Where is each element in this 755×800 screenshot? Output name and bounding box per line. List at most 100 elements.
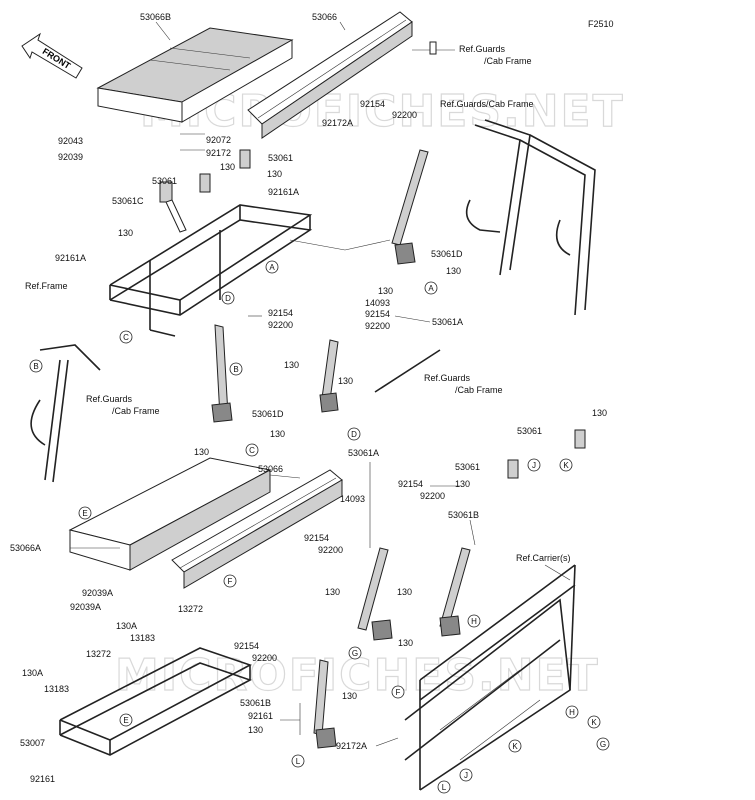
part-92172A-b: 92172A	[336, 741, 367, 751]
svg-text:G: G	[352, 649, 358, 658]
part-53061A-mid: 53061A	[432, 317, 463, 327]
part-130-c: 130	[118, 228, 133, 238]
cargo-carrier	[404, 564, 576, 791]
callout-J2: J	[459, 768, 473, 782]
ref-guards-4b: /Cab Frame	[112, 406, 160, 416]
part-92161-1: 92161	[248, 711, 273, 721]
part-130-n: 130	[248, 725, 263, 735]
callout-C2: C	[245, 443, 259, 457]
callout-J1: J	[527, 458, 541, 472]
svg-text:E: E	[82, 509, 87, 518]
part-13272-l: 13272	[86, 649, 111, 659]
part-13183-top: 13183	[130, 633, 155, 643]
part-53061A-low: 53061A	[348, 448, 379, 458]
part-53061-a: 53061	[268, 153, 293, 163]
svg-text:J: J	[464, 771, 468, 780]
seat-back-top	[247, 11, 413, 139]
diagram-code: F2510	[588, 19, 614, 29]
part-130-k: 130	[397, 587, 412, 597]
seat-back-bottom	[171, 469, 343, 589]
svg-text:A: A	[428, 284, 434, 293]
svg-text:H: H	[471, 617, 477, 626]
part-92154-low2: 92154	[398, 479, 423, 489]
part-130-h: 130	[270, 429, 285, 439]
seat-frame-bottom	[59, 647, 253, 756]
part-53007: 53007	[20, 738, 45, 748]
callout-E1: E	[78, 506, 92, 520]
part-53061C: 53061C	[112, 196, 144, 206]
svg-text:B: B	[33, 362, 38, 371]
callout-D1: D	[221, 291, 235, 305]
part-92039: 92039	[58, 152, 83, 162]
callout-H1: H	[467, 614, 481, 628]
part-130-g: 130	[338, 376, 353, 386]
front-arrow-icon: FRONT	[21, 32, 83, 79]
part-53066-top: 53066	[312, 12, 337, 22]
part-130A-top: 130A	[116, 621, 137, 631]
callout-A1: A	[265, 260, 279, 274]
part-53066-mid: 53066	[258, 464, 283, 474]
seat-belt-upper-right	[391, 149, 429, 265]
part-53061-b: 53061	[152, 176, 177, 186]
callout-G1: G	[348, 646, 362, 660]
callout-H2: H	[565, 705, 579, 719]
ref-guards-4a: Ref.Guards	[86, 394, 133, 404]
cab-frame-left	[30, 344, 101, 483]
part-92200-low: 92200	[318, 545, 343, 555]
callout-F2: F	[391, 685, 405, 699]
cab-frame-top	[465, 119, 596, 316]
ref-frame: Ref.Frame	[25, 281, 68, 291]
part-92154-l: 92154	[268, 308, 293, 318]
seat-cushion-bottom	[68, 457, 272, 571]
part-130-e: 130	[378, 286, 393, 296]
callout-K3: K	[508, 739, 522, 753]
part-53061B-r: 53061B	[448, 510, 479, 520]
svg-text:B: B	[233, 365, 238, 374]
part-130-j: 130	[325, 587, 340, 597]
svg-text:C: C	[249, 446, 255, 455]
part-92154-b: 92154	[234, 641, 259, 651]
buckle-53061-r2	[507, 459, 519, 479]
part-53061-r: 53061	[517, 426, 542, 436]
ref-guards-1b: /Cab Frame	[484, 56, 532, 66]
seat-frame-top	[109, 204, 313, 337]
leader-lines	[70, 21, 571, 747]
callout-B1: B	[229, 362, 243, 376]
part-92200-top: 92200	[392, 110, 417, 120]
part-92039A-2: 92039A	[70, 602, 101, 612]
part-92154-top: 92154	[360, 99, 385, 109]
svg-text:L: L	[296, 757, 301, 766]
svg-text:C: C	[123, 333, 129, 342]
ref-guards-3b: /Cab Frame	[455, 385, 503, 395]
part-130-f: 130	[284, 360, 299, 370]
svg-text:K: K	[591, 718, 597, 727]
ref-guards-3a: Ref.Guards	[424, 373, 471, 383]
part-92154-mid: 92154	[365, 309, 390, 319]
callout-K2: K	[587, 715, 601, 729]
part-13272-top: 13272	[178, 604, 203, 614]
callout-B2: B	[29, 359, 43, 373]
svg-text:K: K	[512, 742, 518, 751]
seat-belt-upper-center	[319, 339, 339, 413]
part-92161-2: 92161	[30, 774, 55, 784]
part-92200-mid: 92200	[365, 321, 390, 331]
buckle-53061-a	[199, 173, 211, 193]
part-53061D-l: 53061D	[252, 409, 284, 419]
callout-L1: L	[291, 754, 305, 768]
part-92043: 92043	[58, 136, 83, 146]
part-92154-low: 92154	[304, 533, 329, 543]
part-14093-low: 14093	[340, 494, 365, 504]
part-53066B: 53066B	[140, 12, 171, 22]
callouts: A A B B C C D D E E F F G G H H J J K K …	[29, 260, 610, 794]
callout-D2: D	[347, 427, 361, 441]
part-13183-l: 13183	[44, 684, 69, 694]
svg-text:L: L	[442, 783, 447, 792]
ref-guards-1a: Ref.Guards	[459, 44, 506, 54]
seat-cushion-top	[96, 27, 294, 123]
part-92200-l: 92200	[268, 320, 293, 330]
part-130-r2: 130	[455, 479, 470, 489]
part-130-l: 130	[398, 638, 413, 648]
svg-text:K: K	[563, 461, 569, 470]
